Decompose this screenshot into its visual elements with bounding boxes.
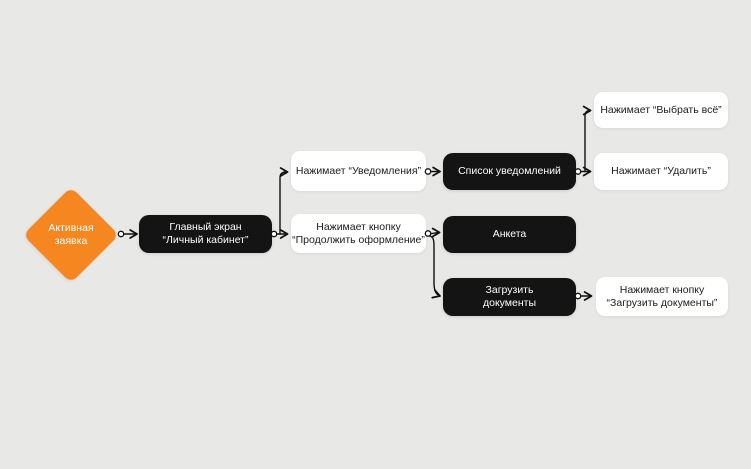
node-click-delete-label: Нажимает “Удалить”: [611, 165, 711, 177]
node-questionnaire-label: Анкета: [492, 228, 527, 240]
node-click-select-all-label: Нажимает “Выбрать всё”: [600, 103, 722, 116]
node-click-upload-documents: Нажимает кнопку “Загрузить документы”: [596, 277, 728, 316]
node-click-select-all: Нажимает “Выбрать всё”: [594, 92, 728, 128]
node-main-screen: Главный экран “Личный кабинет”: [139, 215, 272, 253]
connector-dot: [270, 230, 278, 238]
node-click-continue: Нажимает кнопку “Продолжить оформление”: [291, 214, 426, 253]
connector-dot: [424, 168, 432, 175]
edge-click-continue-to-questionnaire: [430, 227, 441, 238]
node-click-notifications: Нажимает “Уведомления”: [291, 151, 426, 191]
node-click-continue-label: Нажимает кнопку “Продолжить оформление”: [292, 220, 425, 246]
node-questionnaire: Анкета: [443, 216, 576, 253]
connector-dot: [117, 230, 125, 238]
node-upload-documents-label: Загрузить документы: [482, 284, 537, 309]
connector-dot: [424, 230, 432, 237]
node-start-label: Активная заявка: [48, 222, 94, 247]
edge-main-screen-to-click-notifications: [279, 167, 289, 235]
node-notifications-list-label: Список уведомлений: [458, 165, 561, 177]
edge-click-continue-to-upload-documents: [428, 234, 441, 299]
edge-notifications-list-to-click-select-all: [582, 105, 592, 173]
node-click-delete: Нажимает “Удалить”: [594, 153, 728, 190]
node-click-upload-documents-label: Нажимает кнопку “Загрузить документы”: [606, 283, 718, 309]
node-notifications-list: Список уведомлений: [443, 153, 576, 190]
node-upload-documents: Загрузить документы: [443, 278, 576, 316]
node-click-notifications-label: Нажимает “Уведомления”: [295, 164, 422, 177]
connector-dot: [574, 292, 582, 300]
node-main-screen-label: Главный экран “Личный кабинет”: [162, 221, 249, 246]
connector-dot: [574, 168, 582, 175]
